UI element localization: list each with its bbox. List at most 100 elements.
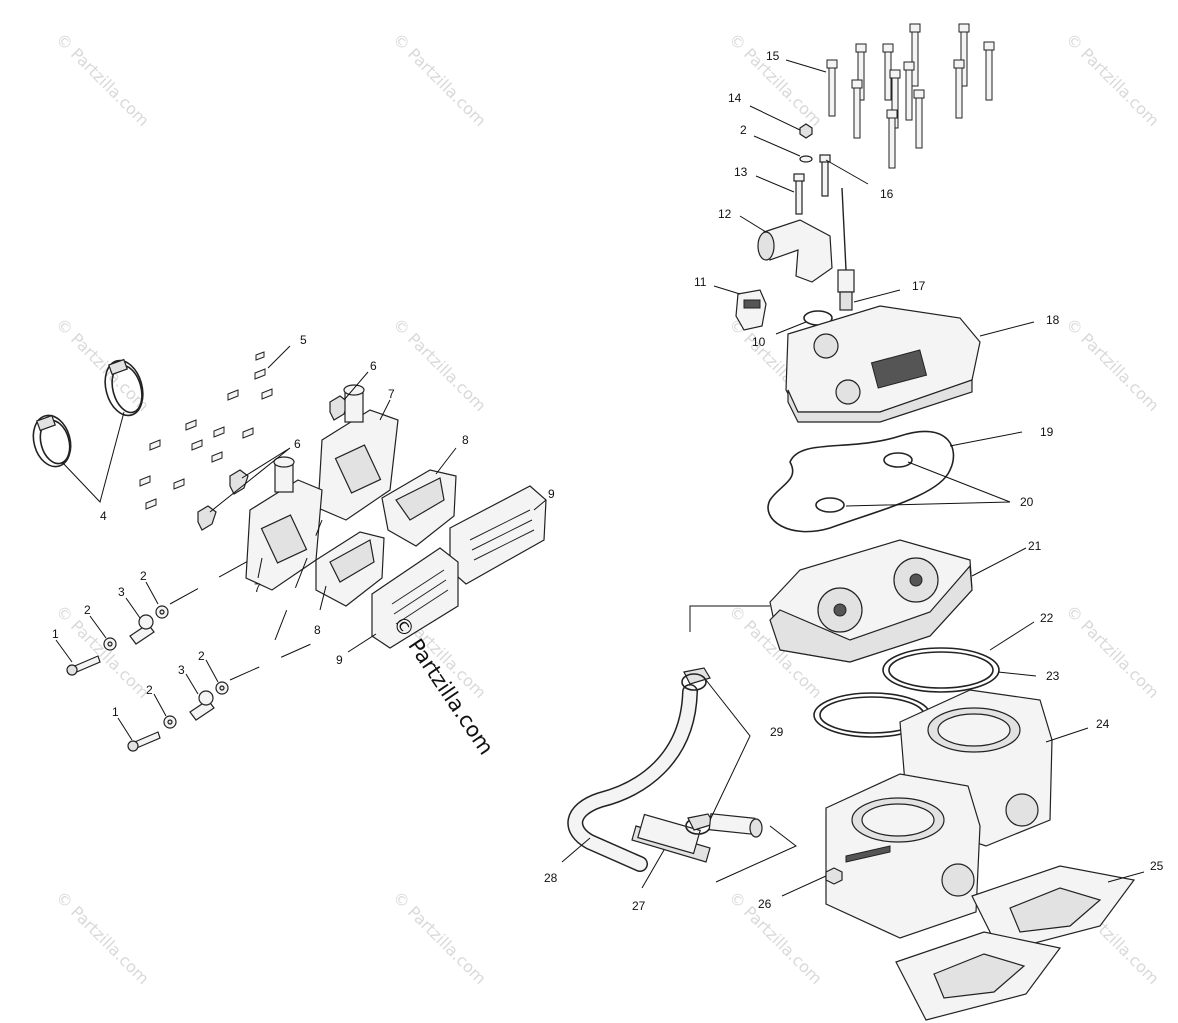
watermark-text: © Partzilla.com — [52, 29, 153, 130]
washer[interactable] — [799, 155, 813, 163]
intake-adapter-lower[interactable] — [245, 456, 323, 591]
callout-label: 26 — [758, 897, 772, 911]
watermark-text: © Partzilla.com — [1062, 314, 1163, 415]
watermark-text: © Partzilla.com — [389, 314, 490, 415]
base-gasket[interactable] — [971, 865, 1136, 953]
cylinder-o-ring[interactable] — [882, 647, 1000, 693]
callout-label: 21 — [1028, 539, 1042, 553]
callout: 1 — [52, 627, 73, 663]
callout-label: 3 — [178, 663, 185, 677]
callout: 28 — [544, 837, 591, 885]
washer[interactable] — [215, 681, 229, 695]
washer[interactable] — [163, 715, 177, 729]
callout: 12 — [718, 207, 767, 233]
callout: 11 — [694, 275, 741, 295]
bolt[interactable] — [793, 173, 805, 215]
callout: 8 — [314, 585, 327, 637]
clip[interactable] — [197, 395, 349, 531]
callout-label: 7 — [388, 387, 395, 401]
stuffer-block[interactable] — [381, 469, 457, 547]
callout: 2 — [740, 123, 801, 157]
callout: 26 — [758, 875, 827, 911]
reed-valve[interactable] — [449, 485, 547, 585]
callout-label: 25 — [1150, 859, 1164, 873]
bolt-group[interactable] — [139, 351, 273, 510]
callout-label: 11 — [694, 275, 707, 289]
callout-label: 7 — [254, 581, 261, 595]
cylinder-head[interactable] — [769, 539, 973, 663]
callout-label: 6 — [294, 437, 301, 451]
callout: 3 — [118, 585, 141, 619]
callout-label: 23 — [1046, 669, 1060, 683]
watermark-text: © Partzilla.com — [52, 887, 153, 988]
intake-adapter-upper[interactable] — [317, 384, 399, 521]
callout-label: 2 — [740, 123, 747, 137]
callout: 4 — [61, 411, 125, 523]
callout: 17 — [853, 279, 926, 303]
callout: 16 — [825, 159, 894, 201]
reference-line — [689, 605, 770, 632]
callout: 6 — [209, 437, 301, 513]
callout: 22 — [989, 611, 1054, 651]
stuffer-block[interactable] — [315, 531, 385, 607]
callout: 2 — [198, 649, 219, 683]
bolt[interactable] — [66, 655, 101, 676]
reference-line — [715, 825, 797, 883]
callout: 6 — [343, 359, 377, 401]
hose-connector[interactable] — [631, 813, 711, 863]
watermark-text: © Partzilla.com — [389, 29, 490, 130]
callout-label: 15 — [766, 49, 780, 63]
callout: 10 — [752, 321, 807, 349]
watermark-text: © Partzilla.com — [52, 314, 153, 415]
callout-label: 28 — [544, 871, 558, 885]
alignment-line — [229, 639, 321, 681]
hose-clamp[interactable] — [28, 411, 76, 471]
callout: 21 — [971, 539, 1042, 577]
spacer[interactable] — [129, 614, 155, 645]
hose-fitting[interactable] — [708, 813, 763, 838]
watermark-text: © Partzilla.com — [1062, 601, 1163, 702]
hose-clamp[interactable] — [99, 356, 148, 419]
alignment-line — [169, 559, 251, 605]
drain-plug[interactable] — [825, 867, 843, 885]
alignment-line — [274, 519, 323, 641]
callout: 29 — [705, 679, 784, 821]
thermostat[interactable] — [735, 289, 767, 331]
spacer[interactable] — [189, 690, 215, 721]
callout: 2 — [140, 569, 159, 605]
watermark-text: © Partzilla.com — [725, 887, 826, 988]
watermark-text: © Partzilla.com — [389, 887, 490, 988]
temperature-sensor[interactable] — [837, 187, 855, 311]
callout-label: 6 — [370, 359, 377, 373]
callout-label: 22 — [1040, 611, 1054, 625]
water-outlet[interactable] — [757, 219, 833, 283]
o-ring[interactable] — [815, 497, 845, 513]
nut[interactable] — [799, 123, 813, 139]
head-bolt-group[interactable] — [826, 23, 995, 169]
callout: 27 — [632, 849, 665, 913]
bolt[interactable] — [127, 731, 161, 752]
callout-label: 19 — [1040, 425, 1054, 439]
callout-label: 24 — [1096, 717, 1110, 731]
callout-label: 2 — [140, 569, 147, 583]
callout-label: 10 — [752, 335, 766, 349]
hose-clamp-small[interactable] — [681, 667, 711, 691]
callout-label: 12 — [718, 207, 732, 221]
cylinder-head-cover[interactable] — [785, 305, 981, 423]
washer[interactable] — [155, 605, 169, 619]
callout: 1 — [112, 705, 133, 741]
callout-layer: 1 1 2 2 2 2 2 3 3 4 5 6 6 7 7 8 8 9 9 10… — [52, 49, 1164, 913]
watermark-text: © Partzilla.com — [52, 601, 153, 702]
callout: 13 — [734, 165, 795, 193]
base-gasket[interactable] — [895, 931, 1062, 1021]
water-hose[interactable] — [567, 684, 698, 872]
callout-label: 2 — [198, 649, 205, 663]
head-gasket[interactable] — [767, 430, 955, 533]
cylinder[interactable] — [825, 773, 981, 939]
washer[interactable] — [103, 637, 117, 651]
callout: 8 — [435, 433, 469, 475]
o-ring[interactable] — [883, 452, 913, 468]
stud[interactable] — [819, 154, 831, 197]
callout-label: 9 — [336, 653, 343, 667]
